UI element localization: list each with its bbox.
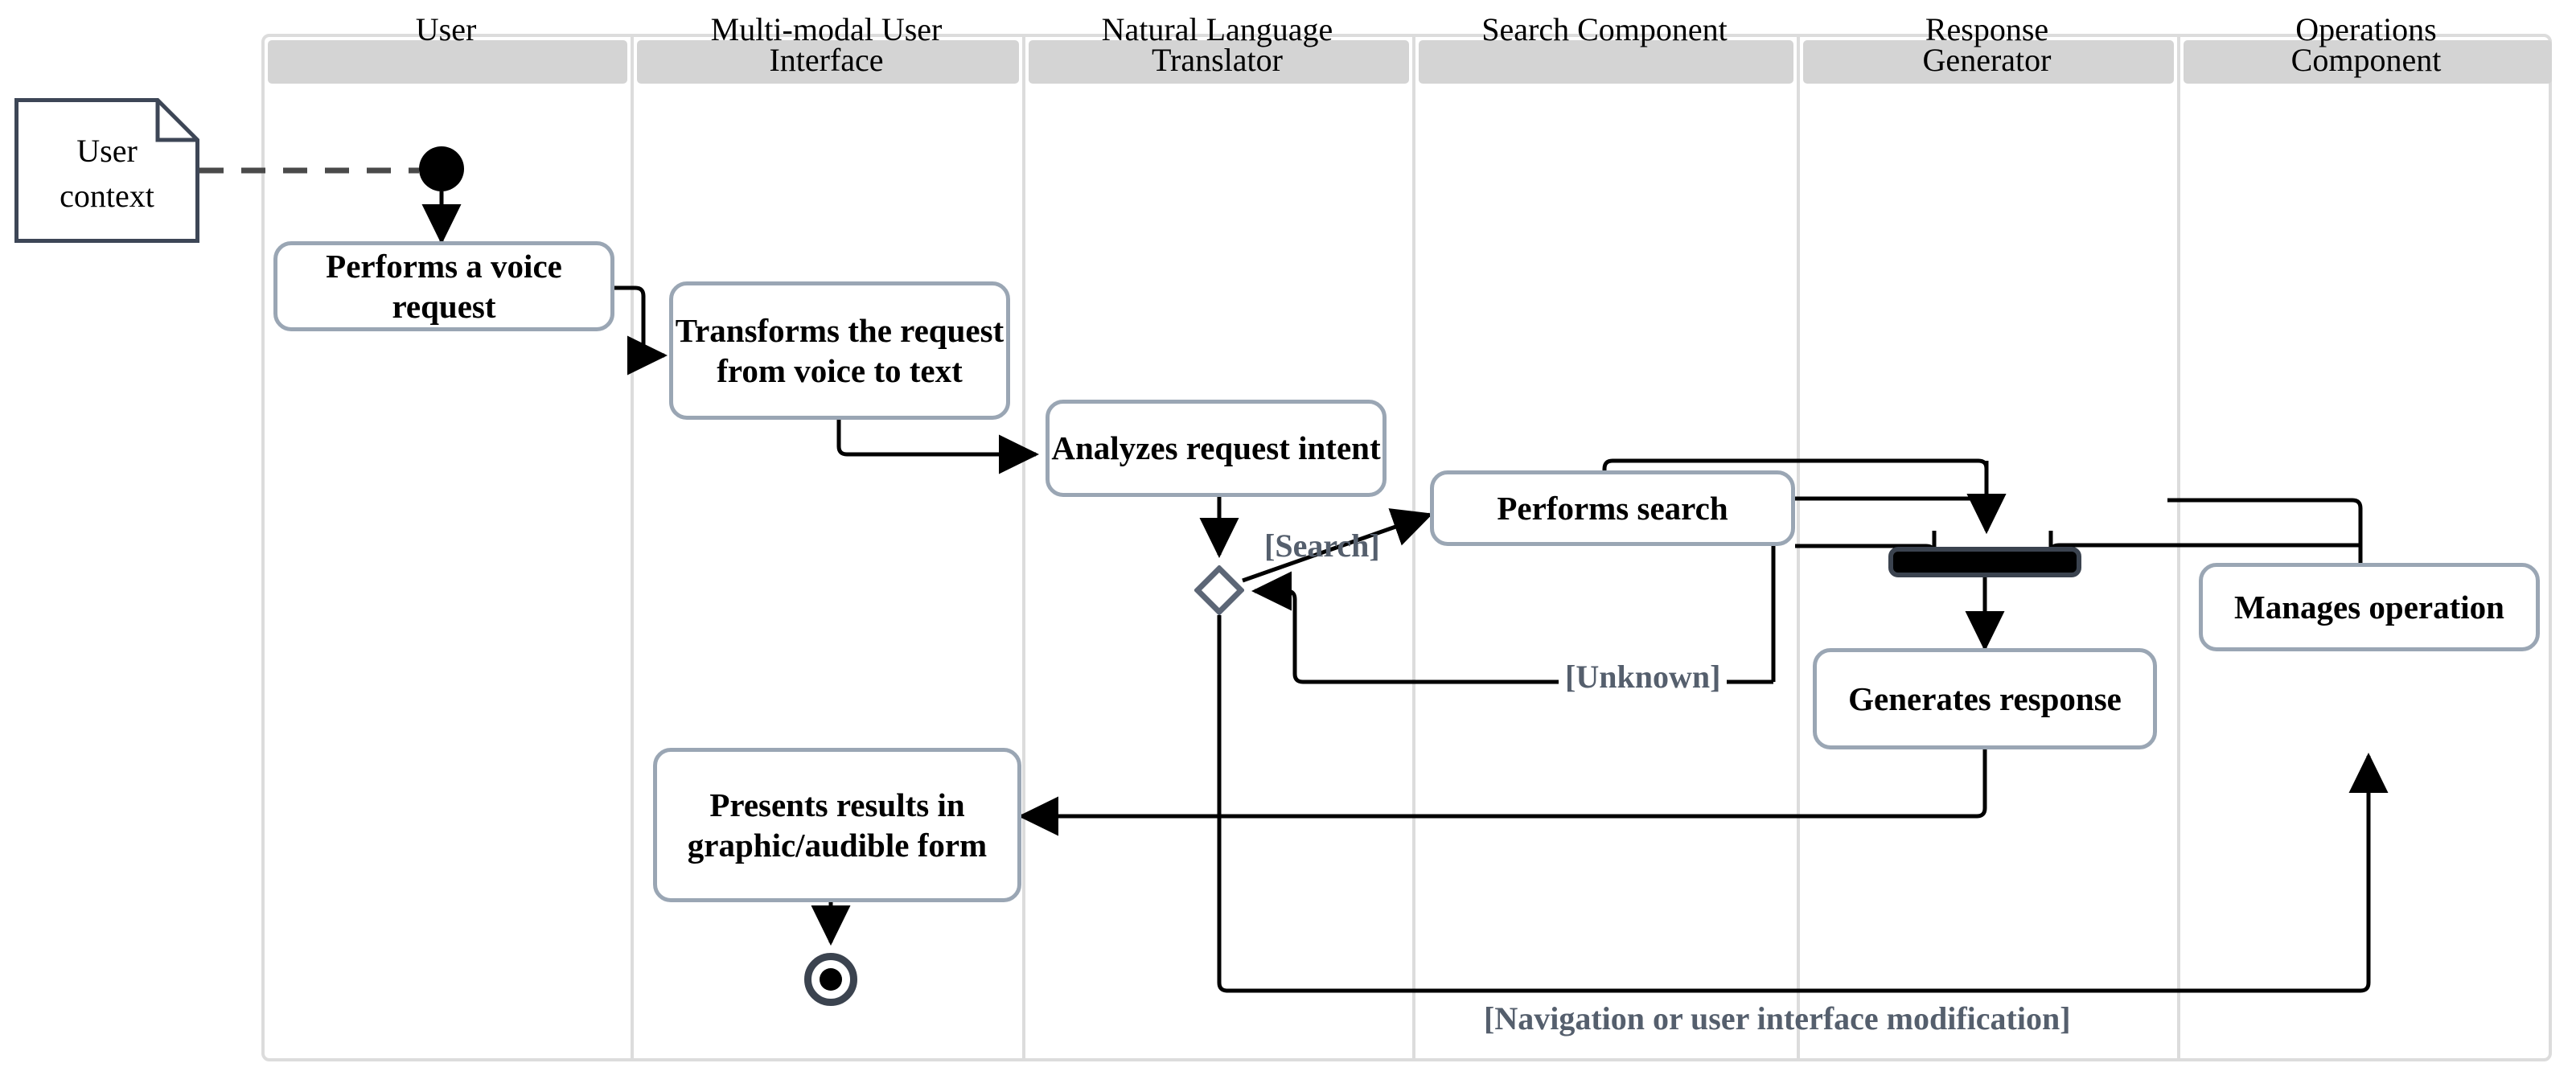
- swimlane-mmui: [631, 37, 1022, 1058]
- swimlane-title-operations-line2: Component: [2290, 42, 2442, 78]
- swimlane-user: [265, 37, 631, 1058]
- swimlane-header-band-search: [1419, 40, 1793, 84]
- diamond-icon: [1194, 564, 1245, 616]
- swimlane-title-nlt: Natural Language: [1101, 11, 1333, 47]
- swimlane-title-nlt-line2: Translator: [1152, 42, 1283, 78]
- swimlane-nlt: [1022, 37, 1412, 1058]
- decision-node: [1194, 564, 1245, 616]
- swimlane-container: [261, 34, 2552, 1061]
- swimlane-search: [1412, 37, 1797, 1058]
- activity-transforms-request[interactable]: Transforms the request from voice to tex…: [669, 281, 1010, 420]
- swimlane-operations: [2177, 37, 2555, 1058]
- activity-analyzes-request-intent[interactable]: Analyzes request intent: [1046, 400, 1387, 497]
- activity-manages-operation[interactable]: Manages operation: [2199, 563, 2540, 651]
- edge-label-search: [Search]: [1264, 528, 1380, 564]
- swimlane-title-response: Response: [1925, 11, 2049, 47]
- swimlane-title-mmui: Multi-modal User: [710, 11, 943, 47]
- initial-node: [419, 146, 464, 191]
- swimlane-header-band-user: [268, 40, 627, 84]
- swimlane-header-band-operations: [2184, 40, 2552, 84]
- swimlane-header-band-response: [1803, 40, 2174, 84]
- note-user-context: User context: [14, 98, 199, 243]
- note-text: User context: [60, 133, 154, 214]
- edge-label-navigation: [Navigation or user interface modificati…: [1484, 1000, 2071, 1037]
- swimlane-title-user: User: [415, 11, 477, 47]
- note-shape-icon: [14, 98, 199, 243]
- activity-generates-response[interactable]: Generates response: [1813, 648, 2157, 749]
- activity-performs-a-voice-request[interactable]: Performs a voice request: [273, 241, 614, 331]
- swimlane-title-mmui-line2: Interface: [769, 42, 884, 78]
- activity-performs-search[interactable]: Performs search: [1430, 470, 1795, 546]
- swimlane-title-response-line2: Generator: [1922, 42, 2052, 78]
- join-bar: [1888, 547, 2081, 577]
- activity-presents-results[interactable]: Presents results in graphic/audible form: [653, 748, 1021, 902]
- edge-label-unknown: [Unknown]: [1559, 658, 1728, 696]
- swimlane-header-band-mmui: [637, 40, 1019, 84]
- swimlane-title-operations: Operations: [2295, 11, 2437, 47]
- swimlane-header-band-nlt: [1029, 40, 1409, 84]
- swimlane-title-search: Search Component: [1481, 11, 1728, 47]
- final-node: [804, 953, 857, 1006]
